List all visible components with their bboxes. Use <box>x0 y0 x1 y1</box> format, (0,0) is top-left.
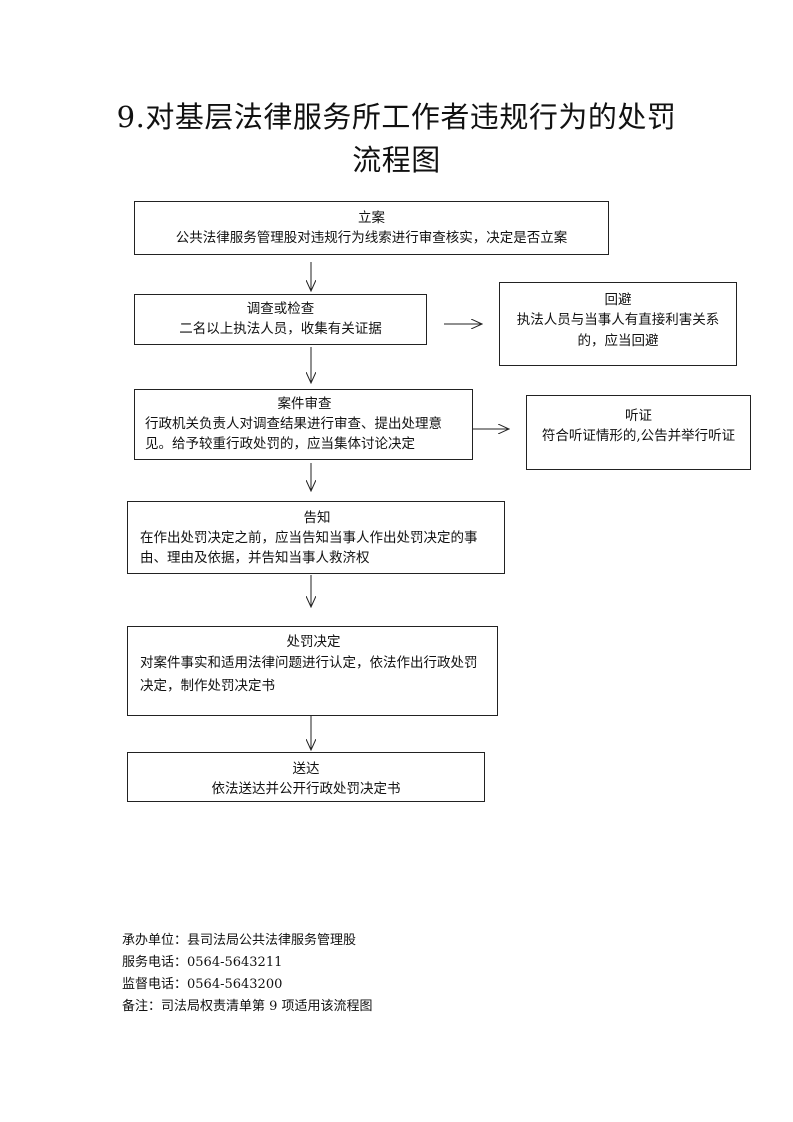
footer-note: 备注：司法局权责清单第 9 项适用该流程图 <box>122 999 373 1014</box>
footer-service-phone: 服务电话：0564-5643211 <box>122 955 283 970</box>
page-title: 9.对基层法律服务所工作者违规行为的处罚 <box>116 100 677 134</box>
step-case-review: 案件审查 行政机关负责人对调查结果进行审查、提出处理意见。给予较重行政处罚的，应… <box>134 389 473 460</box>
step-investigation-heading: 调查或检查 <box>246 301 315 317</box>
step-filing-body: 公共法律服务管理股对违规行为线索进行审查核实，决定是否立案 <box>175 230 568 246</box>
step-recusal-heading: 回避 <box>604 292 632 308</box>
page-title-line2: 流程图 <box>352 143 441 177</box>
footer-unit: 承办单位：县司法局公共法律服务管理股 <box>122 933 357 948</box>
step-filing: 立案 公共法律服务管理股对违规行为线索进行审查核实，决定是否立案 <box>134 201 609 255</box>
step-decision-body: 对案件事实和适用法律问题进行认定，依法作出行政处罚决定，制作处罚决定书 <box>140 655 478 694</box>
step-recusal-body: 执法人员与当事人有直接利害关系的，应当回避 <box>516 312 720 349</box>
footer-info: 承办单位：县司法局公共法律服务管理股 服务电话：0564-5643211 监督电… <box>122 930 373 1018</box>
step-recusal: 回避 执法人员与当事人有直接利害关系的，应当回避 <box>499 282 737 366</box>
step-decision-heading: 处罚决定 <box>286 634 341 650</box>
step-investigation-body: 二名以上执法人员，收集有关证据 <box>179 321 382 337</box>
step-case-review-body: 行政机关负责人对调查结果进行审查、提出处理意见。给予较重行政处罚的，应当集体讨论… <box>145 416 442 452</box>
step-filing-heading: 立案 <box>358 210 385 226</box>
step-decision: 处罚决定 对案件事实和适用法律问题进行认定，依法作出行政处罚决定，制作处罚决定书 <box>127 626 498 716</box>
step-delivery-heading: 送达 <box>292 761 320 777</box>
step-hearing: 听证 符合听证情形的,公告并举行听证 <box>526 395 751 470</box>
step-notice-heading: 告知 <box>303 510 331 526</box>
step-investigation: 调查或检查 二名以上执法人员，收集有关证据 <box>134 294 427 345</box>
footer-supervision-phone: 监督电话：0564-5643200 <box>122 977 283 992</box>
step-notice-body: 在作出处罚决定之前，应当告知当事人作出处罚决定的事由、理由及依据，并告知当事人救… <box>140 530 478 566</box>
step-delivery-body: 依法送达并公开行政处罚决定书 <box>211 781 401 797</box>
step-case-review-heading: 案件审查 <box>277 396 332 412</box>
step-notice: 告知 在作出处罚决定之前，应当告知当事人作出处罚决定的事由、理由及依据，并告知当… <box>127 501 505 574</box>
step-hearing-heading: 听证 <box>625 408 652 424</box>
step-delivery: 送达 依法送达并公开行政处罚决定书 <box>127 752 485 802</box>
step-hearing-body: 符合听证情形的,公告并举行听证 <box>541 428 736 444</box>
